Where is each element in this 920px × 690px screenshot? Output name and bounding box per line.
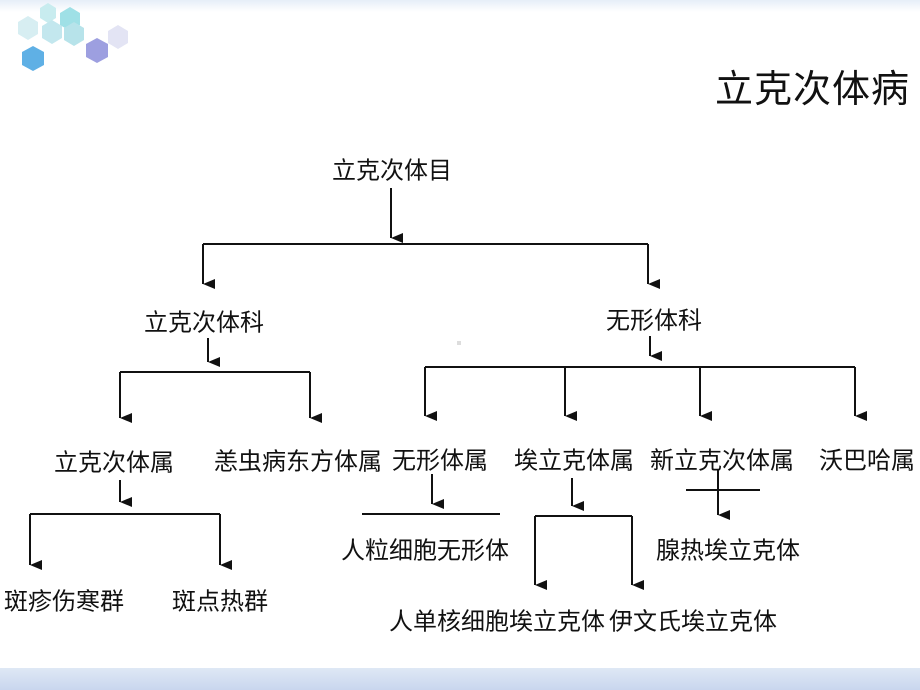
- node-species-sennetsu-ehrlichia: 腺热埃立克体: [656, 536, 800, 565]
- node-group-typhus: 斑疹伤寒群: [4, 587, 124, 616]
- node-order: 立克次体目: [332, 156, 452, 185]
- hexagon-shape: [86, 38, 108, 63]
- node-species-ehrlichia-ewingii: 伊文氏埃立克体: [609, 607, 777, 636]
- node-species-human-granulocytic-anaplasma: 人粒细胞无形体: [341, 536, 509, 565]
- top-band: [0, 0, 920, 12]
- hexagon-shape: [18, 16, 38, 40]
- hexagon-shape: [108, 25, 128, 49]
- node-genus-anaplasma: 无形体属: [392, 446, 488, 475]
- node-genus-ehrlichia: 埃立克体属: [514, 446, 634, 475]
- node-family-rickettsiaceae: 立克次体科: [144, 308, 264, 337]
- hexagon-shape: [22, 46, 44, 71]
- node-species-human-monocytic-ehrlichia: 人单核细胞埃立克体: [389, 607, 605, 636]
- bottom-band: [0, 668, 920, 690]
- speck-dot: [457, 341, 461, 345]
- hexagon-shape: [64, 22, 84, 46]
- node-genus-orientia: 恙虫病东方体属: [214, 447, 382, 476]
- node-genus-neorickettsia: 新立克次体属: [650, 446, 794, 475]
- hexagon-shape: [42, 20, 62, 44]
- hexagon-decoration: [18, 3, 128, 71]
- node-genus-rickettsia: 立克次体属: [54, 448, 174, 477]
- node-group-spotted-fever: 斑点热群: [172, 587, 268, 616]
- node-family-anaplasmataceae: 无形体科: [606, 306, 702, 335]
- page-title: 立克次体病: [714, 67, 910, 111]
- node-genus-wolbachia: 沃巴哈属: [819, 446, 915, 475]
- hexagon-shape: [40, 3, 56, 23]
